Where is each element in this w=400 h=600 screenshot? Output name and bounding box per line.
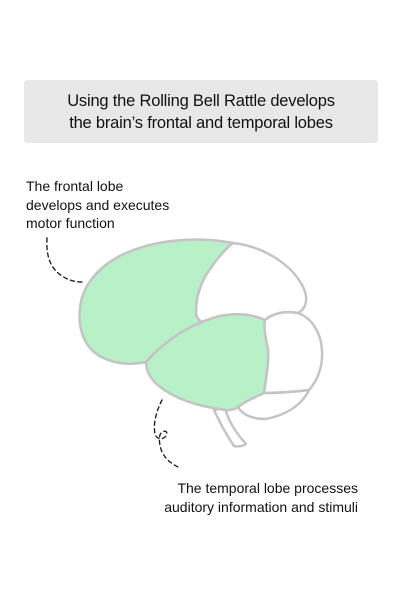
- frontal-lobe-note: The frontal lobe develops and executes m…: [26, 177, 169, 233]
- frontal-lobe: [78, 238, 235, 365]
- frontal-note-line-3: motor function: [26, 215, 115, 231]
- title-line-2: the brain’s frontal and temporal lobes: [69, 113, 333, 132]
- occipital-lobe: [262, 310, 324, 395]
- title-banner: Using the Rolling Bell Rattle develops t…: [24, 80, 378, 143]
- temporal-lobe: [144, 312, 270, 412]
- title-line-1: Using the Rolling Bell Rattle develops: [67, 91, 335, 110]
- temporal-note-line-1: The temporal lobe processes: [177, 480, 358, 496]
- temporal-note-line-2: auditory information and stimuli: [164, 498, 358, 515]
- frontal-leader-line: [46, 237, 83, 283]
- temporal-lobe-note: The temporal lobe processes auditory inf…: [164, 479, 358, 516]
- frontal-note-line-2: develops and executes: [26, 196, 170, 213]
- temporal-leader-line: [153, 399, 181, 469]
- frontal-note-line-1: The frontal lobe: [26, 178, 124, 194]
- brain-stem: [212, 406, 248, 448]
